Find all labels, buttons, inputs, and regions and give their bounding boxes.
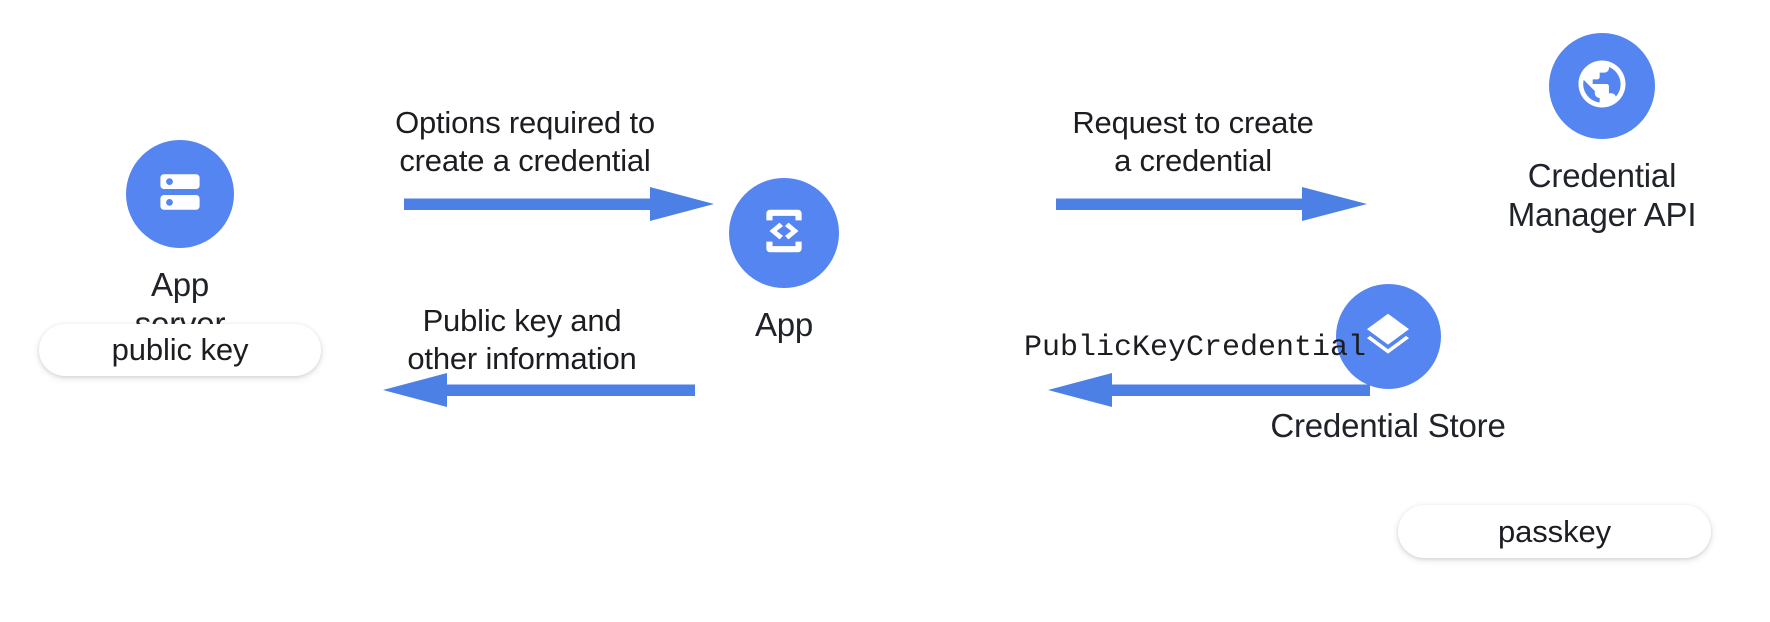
layers-icon [1359,305,1417,368]
app-label: App [754,306,814,343]
arrow-request-to-create [1056,185,1367,223]
arrow-label-public-key-credential: PublicKeyCredential [1024,331,1367,365]
globe-icon [1571,53,1633,120]
chip-public-key: public key [39,324,321,376]
phone-code-icon [755,202,813,265]
credential-store-label: Credential Store [1270,407,1506,444]
chip-passkey-label: passkey [1497,513,1612,549]
credential-store-circle [1335,284,1441,389]
credential-manager-api-circle [1549,33,1655,139]
server-icon [152,164,208,225]
app-server-circle [126,140,234,248]
app-circle [729,178,839,288]
arrow-label-request-to-create: Request to create a credential [1072,105,1314,178]
arrow-public-key-credential [1040,371,1370,409]
node-credential-manager-api: Credential Manager API [1477,33,1727,235]
arrow-label-options-required: Options required to create a credential [395,105,655,178]
arrow-public-key-return [375,371,695,409]
arrow-label-public-key-return: Public key and other information [407,303,637,376]
node-credential-store: Credential Store [1261,284,1515,446]
arrow-options-required [404,185,714,223]
node-app-server: App server [104,140,256,344]
chip-public-key-label: public key [111,332,249,367]
chip-passkey: passkey [1398,505,1711,558]
credential-manager-api-label: Credential Manager API [1507,157,1697,233]
node-app: App [724,178,844,345]
